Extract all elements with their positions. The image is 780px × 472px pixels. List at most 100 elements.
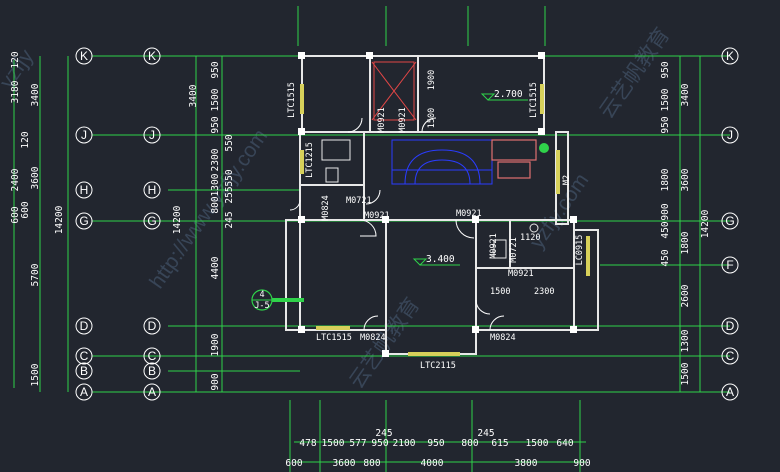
axis-bubble-b-left-1 <box>143 362 161 380</box>
dim-outer-right-5: 1500 <box>680 362 691 385</box>
dim-1900: 1900 <box>427 70 437 90</box>
axis-bubble-k-left-1 <box>143 47 161 65</box>
dim-bottom-row2-4: 3800 <box>515 458 538 469</box>
dim-bottom-row1-6: 800 <box>461 438 478 449</box>
door-m0921-b: M0921 <box>456 209 482 219</box>
dim-bottom-row2-1: 3600 <box>333 458 356 469</box>
dimension-chain-inner-left: 9501500950230013008004400190090034001420… <box>172 61 235 390</box>
dim-inner-left-0: 950 <box>210 61 221 78</box>
axis-bubble-k-right <box>721 47 739 65</box>
dim-outer-left-sub-4: 2400 <box>10 168 21 191</box>
dim-outer-right-sub-4: 900 <box>660 203 671 220</box>
dim-outer-right-sub-0: 950 <box>660 61 671 78</box>
dim-inner-left-6: 4400 <box>210 256 221 279</box>
dim-bottom-row1-0: 478 <box>299 438 316 449</box>
dim-bottom-row1-5: 950 <box>427 438 444 449</box>
dim-bottom-row1-2: 577 <box>349 438 366 449</box>
dim-inner-left-overall-0: 3400 <box>188 84 199 107</box>
axis-label-d-right: D <box>726 319 735 333</box>
axis-bubble-g-left-0 <box>75 212 93 230</box>
dim-bottom-row2-3: 4000 <box>421 458 444 469</box>
axis-label-k-left-1: K <box>148 49 156 63</box>
axis-bubble-j-left-1 <box>143 126 161 144</box>
dim-outer-left-sub-1: 3180 <box>10 80 21 103</box>
axis-label-b-left-1: B <box>148 364 156 378</box>
dim-outer-right-sub-2: 950 <box>660 116 671 133</box>
axis-label-a-left-1: A <box>148 385 156 399</box>
window-lc0915: LC0915 <box>575 235 585 266</box>
axis-bubble-j-left-0 <box>75 126 93 144</box>
dim-inner-left-2: 950 <box>210 116 221 133</box>
door-m0721-a: M0721 <box>346 196 372 206</box>
dim-outer-right-sub-6: 450 <box>660 249 671 266</box>
dim-bottom-row2-5: 900 <box>573 458 590 469</box>
axis-label-f-right: F <box>726 258 733 272</box>
window-ltc1215: LTC1215 <box>305 142 315 178</box>
axis-bubble-d-right <box>721 317 739 335</box>
dim-inner-left-5: 800 <box>210 196 221 213</box>
door-m0721-b: M0721 <box>509 237 519 263</box>
dim-outer-right-3: 2600 <box>680 284 691 307</box>
axis-label-h-left-1: H <box>148 183 157 197</box>
elevation-2700: 2.700 <box>494 89 523 100</box>
dim-1500-stair: 1500 <box>427 108 437 128</box>
axis-bubble-c-right <box>721 347 739 365</box>
dim-outer-left-1: 3600 <box>30 166 41 189</box>
dim-outer-left-2: 5700 <box>30 263 41 286</box>
dim-inner-left-sub-1: 245 <box>224 211 235 228</box>
watermark-brand-cn: 云艺帆教育 <box>345 294 424 393</box>
axis-bubble-f-right <box>721 256 739 274</box>
dim-bottom-row1-9: 640 <box>556 438 573 449</box>
axis-bubble-b-left-0 <box>75 362 93 380</box>
dim-inner-left-8: 900 <box>210 373 221 390</box>
axis-label-h-left-0: H <box>80 183 89 197</box>
axis-label-c-left-0: C <box>80 349 89 363</box>
axis-label-d-left-0: D <box>80 319 89 333</box>
axis-bubble-h-left-1 <box>143 181 161 199</box>
axis-bubble-j-right <box>721 126 739 144</box>
door-swings <box>289 117 505 331</box>
axis-bubble-c-left-0 <box>75 347 93 365</box>
dim-outer-right-1: 3600 <box>680 168 691 191</box>
dimension-chain-outer-right: 3400360018002600130015001420095015009501… <box>660 61 711 385</box>
dim-outer-right-sub-5: 450 <box>660 221 671 238</box>
dim-1500-bath: 1500 <box>490 287 510 297</box>
dim-outer-right-sub-1: 1500 <box>660 88 671 111</box>
dim-outer-left-overall-0: 14200 <box>54 205 65 234</box>
door-m0824-a: M0824 <box>321 195 331 221</box>
axis-label-k-left-0: K <box>80 49 88 63</box>
annotations: LTC1515 LTC1515 LTC1215 LTC1515 LTC2115 … <box>287 70 585 371</box>
door-m0921-c: M0921 <box>377 107 387 133</box>
dim-outer-right-2: 1800 <box>680 231 691 254</box>
dim-outer-right-overall-0: 14200 <box>700 209 711 238</box>
dim-inner-left-1: 1500 <box>210 88 221 111</box>
axis-bubble-d-left-0 <box>75 317 93 335</box>
dim-1120: 1120 <box>520 233 540 243</box>
axis-label-j-left-0: J <box>81 128 87 142</box>
axis-label-j-right: J <box>727 128 733 142</box>
section-mark[interactable]: 4 J-5 <box>251 289 304 311</box>
axis-label-j-left-1: J <box>149 128 155 142</box>
axis-bubble-h-left-0 <box>75 181 93 199</box>
axis-bubble-a-right <box>721 383 739 401</box>
axis-label-g-left-1: G <box>147 214 156 228</box>
dim-outer-left-sub-0: 120 <box>10 51 21 68</box>
dim-inner-left-overall-1: 14200 <box>172 205 183 234</box>
windows <box>300 84 590 356</box>
axis-bubble-d-left-1 <box>143 317 161 335</box>
axis-bubble-a-left-1 <box>143 383 161 401</box>
section-mark-bottom: J-5 <box>254 301 269 311</box>
dim-outer-right-4: 1300 <box>680 329 691 352</box>
dim-bottom-row1-8: 1500 <box>526 438 549 449</box>
furniture <box>321 61 549 259</box>
section-mark-top: 4 <box>259 290 264 300</box>
axis-label-g-right: G <box>725 214 734 228</box>
axis-label-c-left-1: C <box>148 349 157 363</box>
dim-outer-left-sub-2: 600 <box>10 206 21 223</box>
dim-bottom-row1-top-0: 245 <box>375 428 392 439</box>
dimension-chain-outer-left: 3400360057001500142001203180600120240060… <box>10 51 65 386</box>
dim-outer-right-0: 3400 <box>680 83 691 106</box>
